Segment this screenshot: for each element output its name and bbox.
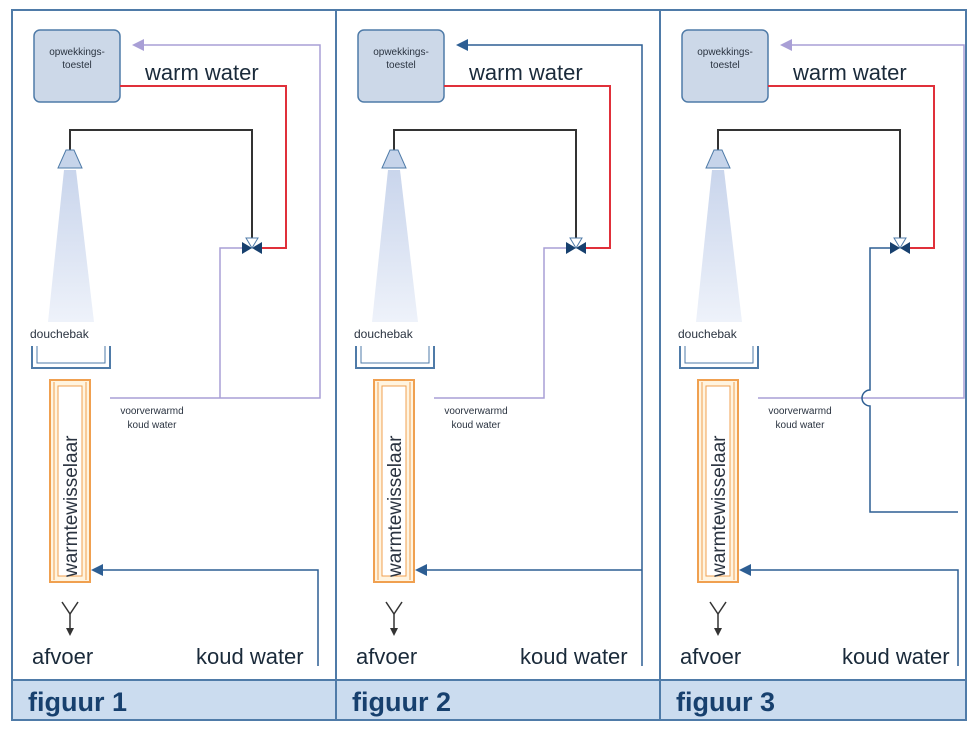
preheated-pipe-to-valve — [219, 247, 242, 398]
heat-exchanger-label: warmtewisselaar — [385, 435, 406, 578]
drain-symbol — [61, 601, 79, 636]
caption-bar — [11, 679, 337, 721]
shower-head — [57, 149, 83, 169]
figure-3: figuur 3 opwekkings- toestel warm water … — [659, 9, 967, 721]
preheated-label-line1: voorverwarmd — [444, 406, 507, 417]
drain-label: afvoer — [32, 644, 93, 669]
mixing-valve — [566, 237, 586, 254]
heat-exchanger — [697, 379, 739, 583]
warm-water-label: warm water — [144, 60, 259, 85]
heat-exchanger — [373, 379, 415, 583]
figure-caption: figuur 2 — [352, 687, 451, 717]
warm-water-pipe — [768, 85, 935, 249]
shower-spray — [696, 170, 742, 322]
heat-exchanger-label: warmtewisselaar — [61, 435, 82, 578]
shower-head — [381, 149, 407, 169]
heater-label-line2: toestel — [62, 60, 91, 71]
cold-water-label: koud water — [842, 644, 950, 669]
cold-water-pipe — [739, 564, 959, 666]
cold-water-label: koud water — [520, 644, 628, 669]
caption-bar — [335, 679, 661, 721]
heat-exchanger-label: warmtewisselaar — [709, 435, 730, 578]
heater-label-line1: opwekkings- — [49, 47, 105, 58]
preheated-pipe-to-heater — [758, 39, 965, 399]
figure-1: figuur 1 opwekkings- toestel warm water … — [11, 9, 337, 721]
warm-water-label: warm water — [468, 60, 583, 85]
tray-label: douchebak — [30, 327, 90, 341]
cold-water-label: koud water — [196, 644, 304, 669]
shower-spray — [48, 170, 94, 322]
cold-water-pipe-to-valve — [861, 247, 958, 513]
warm-water-pipe — [120, 85, 287, 249]
mixed-water-pipe — [717, 129, 901, 240]
mixed-water-pipe — [393, 129, 577, 240]
shower-tray — [355, 346, 435, 369]
heat-exchanger — [49, 379, 91, 583]
cold-water-pipe-to-heater — [456, 39, 643, 666]
preheated-label-line2: koud water — [452, 420, 502, 431]
cold-water-pipe — [91, 564, 319, 666]
warm-water-label: warm water — [792, 60, 907, 85]
caption-bar — [659, 679, 967, 721]
mixing-valve — [890, 237, 910, 254]
tray-label: douchebak — [354, 327, 414, 341]
heater-label-line1: opwekkings- — [697, 47, 753, 58]
heater-label-line1: opwekkings- — [373, 47, 429, 58]
heater-box — [357, 29, 445, 103]
shower-tray — [679, 346, 759, 369]
drain-label: afvoer — [356, 644, 417, 669]
drain-symbol — [709, 601, 727, 636]
figure-caption: figuur 1 — [28, 687, 127, 717]
heater-label-line2: toestel — [710, 60, 739, 71]
preheated-label-line1: voorverwarmd — [120, 406, 183, 417]
figure-caption: figuur 3 — [676, 687, 775, 717]
mixed-water-pipe — [69, 129, 253, 240]
shower-spray — [372, 170, 418, 322]
mixing-valve — [242, 237, 262, 254]
heater-box — [33, 29, 121, 103]
preheated-pipe-to-valve — [434, 247, 566, 399]
tray-label: douchebak — [678, 327, 738, 341]
warm-water-pipe — [444, 85, 611, 249]
heater-label-line2: toestel — [386, 60, 415, 71]
shower-tray — [31, 346, 111, 369]
drain-symbol — [385, 601, 403, 636]
preheated-label-line1: voorverwarmd — [768, 406, 831, 417]
preheated-label-line2: koud water — [776, 420, 826, 431]
shower-head — [705, 149, 731, 169]
figure-2: figuur 2 opwekkings- toestel warm water … — [335, 9, 661, 721]
preheated-pipe-to-heater — [110, 39, 321, 399]
heater-box — [681, 29, 769, 103]
drain-label: afvoer — [680, 644, 741, 669]
preheated-label-line2: koud water — [128, 420, 178, 431]
